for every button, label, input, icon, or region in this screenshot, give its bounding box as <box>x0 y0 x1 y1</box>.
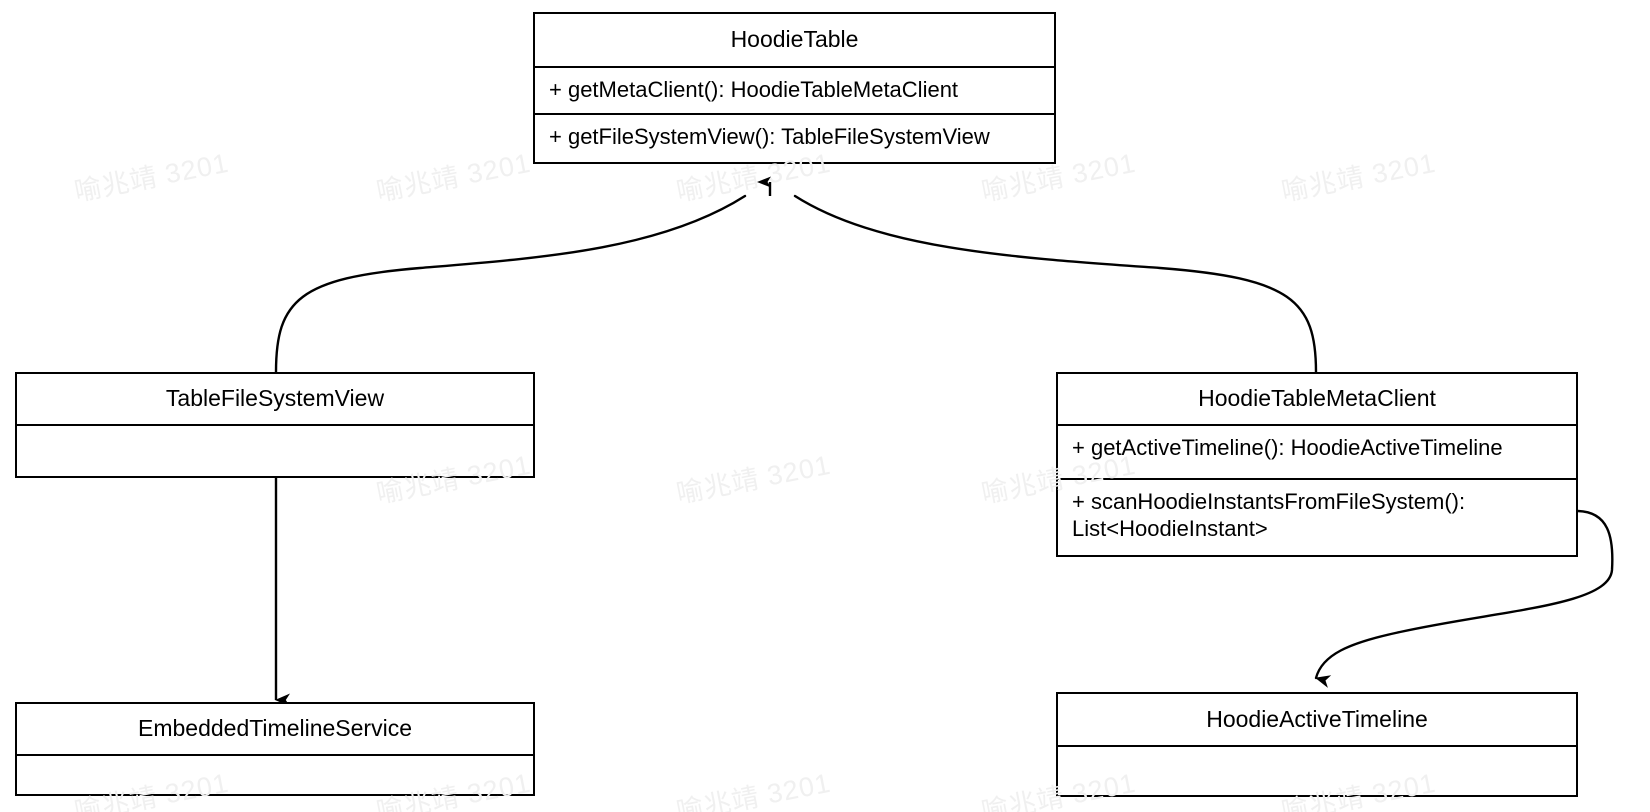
class-title-hoodie-table: HoodieTable <box>535 14 1054 68</box>
class-members-compartment: + getMetaClient(): HoodieTableMetaClient <box>535 68 1054 113</box>
class-box-embedded-timeline-service[interactable]: EmbeddedTimelineService <box>15 702 535 796</box>
class-box-hoodie-table-meta-client[interactable]: HoodieTableMetaClient + getActiveTimelin… <box>1056 372 1578 557</box>
class-title-hoodie-table-meta-client: HoodieTableMetaClient <box>1058 374 1576 426</box>
empty-members <box>17 426 533 476</box>
class-title-table-file-system-view: TableFileSystemView <box>17 374 533 426</box>
class-members-compartment <box>17 756 533 794</box>
class-members-compartment: + getFileSystemView(): TableFileSystemVi… <box>535 113 1054 162</box>
empty-members <box>1058 747 1576 795</box>
class-members-compartment: + scanHoodieInstantsFromFileSystem(): Li… <box>1058 478 1576 555</box>
edge-metaclient-to-hoodietable <box>793 194 1318 374</box>
class-title-hoodie-active-timeline: HoodieActiveTimeline <box>1058 694 1576 747</box>
class-box-hoodie-table[interactable]: HoodieTable + getMetaClient(): HoodieTab… <box>533 12 1056 164</box>
class-members-compartment: + getActiveTimeline(): HoodieActiveTimel… <box>1058 426 1576 478</box>
class-members-compartment <box>17 426 533 476</box>
class-box-table-file-system-view[interactable]: TableFileSystemView <box>15 372 535 478</box>
class-member: + getActiveTimeline(): HoodieActiveTimel… <box>1072 435 1503 460</box>
empty-members <box>17 756 533 794</box>
edge-tablefilesystemview-to-hoodietable <box>274 194 747 374</box>
class-title-embedded-timeline-service: EmbeddedTimelineService <box>17 704 533 756</box>
class-member: + getMetaClient(): HoodieTableMetaClient <box>549 77 959 102</box>
class-box-hoodie-active-timeline[interactable]: HoodieActiveTimeline <box>1056 692 1578 797</box>
class-member: + scanHoodieInstantsFromFileSystem(): Li… <box>1072 489 1466 541</box>
edge-metaclient-to-hoodieactivetimeline <box>1314 509 1614 688</box>
class-members-compartment <box>1058 747 1576 795</box>
class-member: + getFileSystemView(): TableFileSystemVi… <box>549 124 990 149</box>
